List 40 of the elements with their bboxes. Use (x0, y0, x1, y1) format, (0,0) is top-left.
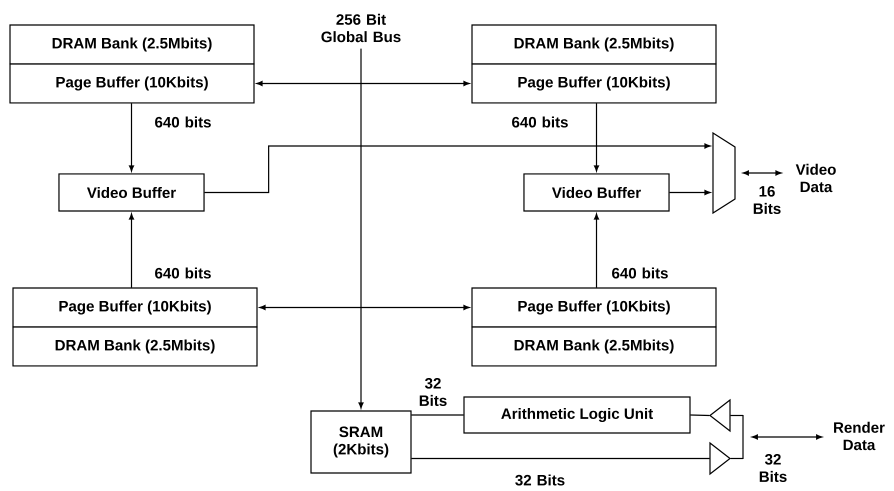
page-buffer-box: Page Buffer (10Kbits) (9, 63, 255, 104)
connector (358, 48, 364, 409)
edge-label: 32 Bits (515, 474, 564, 486)
connector (594, 214, 600, 288)
edge-label: 640 bits (612, 267, 668, 279)
bus-label: 256 Bit Global Bus (321, 14, 401, 42)
memory-bank-box: DRAM Bank (2.5Mbits) (471, 326, 717, 367)
sram-box: SRAM (2Kbits) (310, 410, 412, 474)
edge-label: 640 bits (512, 116, 568, 128)
video-buffer-box: Video Buffer (58, 173, 205, 212)
junction-line (742, 415, 744, 459)
port-label: Video Data (796, 164, 836, 192)
memory-bank-box: DRAM Bank (2.5Mbits) (9, 24, 255, 65)
edge-label: 16 Bits (754, 186, 781, 214)
connector (128, 104, 134, 172)
edge-label: 640 bits (155, 116, 211, 128)
page-buffer-box: Page Buffer (10Kbits) (471, 63, 717, 104)
video-buffer-box: Video Buffer (523, 173, 670, 212)
connector (412, 414, 464, 416)
connector (742, 170, 782, 176)
alu-box: Arithmetic Logic Unit (463, 396, 691, 434)
port-label: Render Data (834, 422, 885, 450)
page-buffer-box: Page Buffer (10Kbits) (471, 287, 717, 328)
connector (670, 190, 711, 196)
edge-label: 32 Bits (760, 454, 787, 482)
connector (730, 414, 743, 416)
connector (690, 414, 710, 416)
connector (128, 214, 134, 288)
edge-label: 640 bits (155, 267, 211, 279)
connector (412, 458, 710, 460)
connector (204, 143, 711, 194)
connector (752, 434, 822, 440)
edge-label: 32 Bits (420, 378, 447, 406)
memory-bank-box: DRAM Bank (2.5Mbits) (471, 24, 717, 65)
connector (730, 458, 743, 460)
memory-bank-box: DRAM Bank (2.5Mbits) (12, 326, 258, 367)
connector (256, 80, 470, 86)
page-buffer-box: Page Buffer (10Kbits) (12, 287, 258, 328)
connector (594, 104, 600, 172)
connector (259, 304, 470, 310)
